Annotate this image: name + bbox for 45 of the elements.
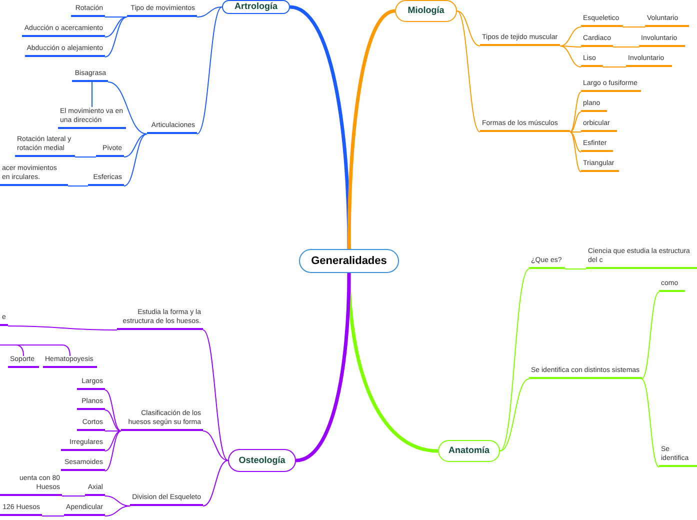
connector (104, 506, 131, 516)
connector (104, 390, 122, 432)
connector (104, 430, 122, 432)
connector (347, 272, 438, 453)
topic-box: Generalidades (299, 249, 399, 273)
topic-box: Miología (395, 0, 457, 22)
connector (124, 134, 148, 186)
connector (296, 272, 351, 462)
connector (104, 16, 128, 18)
connector (8, 326, 118, 330)
connector (456, 10, 480, 132)
connector (641, 378, 660, 468)
connector (560, 46, 582, 68)
connector (560, 46, 582, 48)
connector (104, 16, 128, 58)
connector (202, 460, 228, 506)
connector (196, 6, 222, 134)
connector (290, 5, 351, 250)
connector (74, 156, 96, 158)
topic-box: Anatomía (438, 440, 500, 462)
connector (108, 82, 148, 134)
connector (570, 112, 582, 132)
connector (570, 92, 582, 132)
connector (500, 378, 530, 452)
connector (456, 10, 480, 46)
connector (104, 16, 128, 38)
connector (560, 26, 582, 46)
connector (104, 430, 122, 452)
connector (570, 132, 582, 172)
topic-box: Osteología (228, 449, 296, 472)
connector (500, 268, 530, 452)
topic-box: Artrología (222, 0, 290, 14)
connector (104, 430, 122, 472)
connector (124, 134, 148, 158)
connector (612, 46, 640, 48)
connector (622, 26, 646, 28)
connector (570, 132, 582, 152)
connector (202, 330, 228, 461)
connector (641, 292, 660, 380)
connector (104, 410, 122, 432)
connector (564, 268, 586, 270)
connector (202, 430, 228, 461)
connector (347, 9, 396, 250)
connector (196, 6, 222, 18)
connector (602, 66, 626, 68)
